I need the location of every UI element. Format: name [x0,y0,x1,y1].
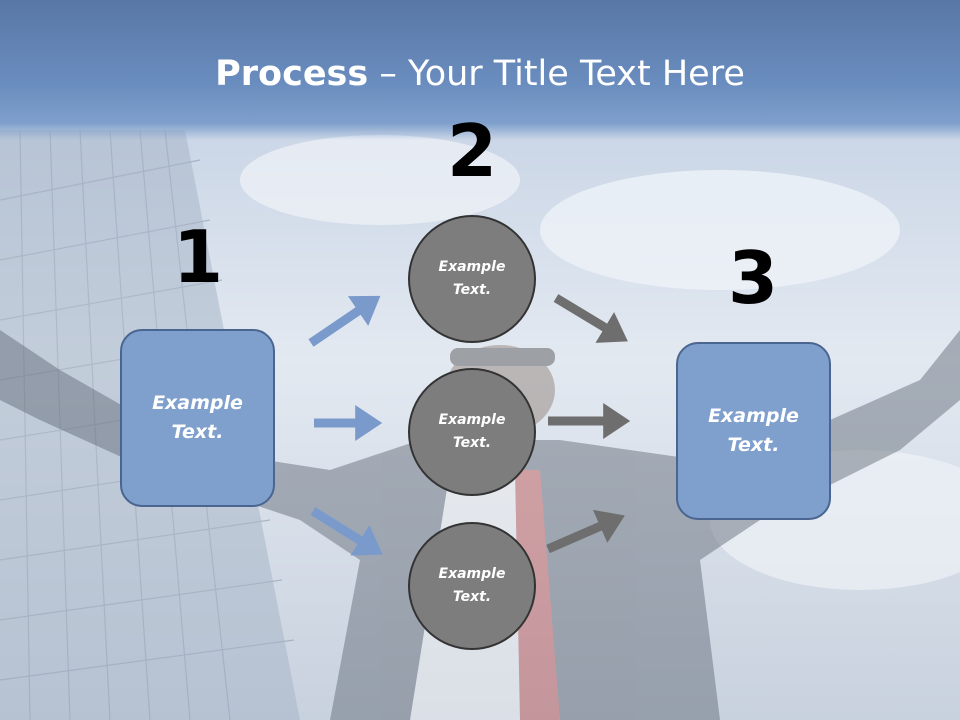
gray-arrow-up [546,509,625,554]
step-1-box[interactable]: Example Text. [120,329,275,507]
step-2-number: 2 [446,109,498,193]
step-1-text: Example Text. [152,392,243,443]
step-3-text: Example Text. [708,405,799,456]
title-rest: – Your Title Text Here [368,54,745,94]
blue-arrow-up [308,295,381,347]
slide-title: Process – Your Title Text Here [0,52,960,96]
circle-bottom[interactable]: Example Text. [408,522,536,650]
step-1-number: 1 [172,215,224,299]
title-band [0,0,960,140]
circle-bottom-text: Example Text. [438,566,506,605]
circle-top-text: Example Text. [438,259,506,298]
title-bold: Process [215,54,369,94]
circle-middle-text: Example Text. [438,412,506,451]
circle-middle[interactable]: Example Text. [408,368,536,496]
gray-arrow-down [553,294,628,343]
blue-arrow-down [310,507,383,556]
circle-top[interactable]: Example Text. [408,215,536,343]
step-3-number: 3 [727,236,779,320]
step-3-box[interactable]: Example Text. [676,342,831,520]
